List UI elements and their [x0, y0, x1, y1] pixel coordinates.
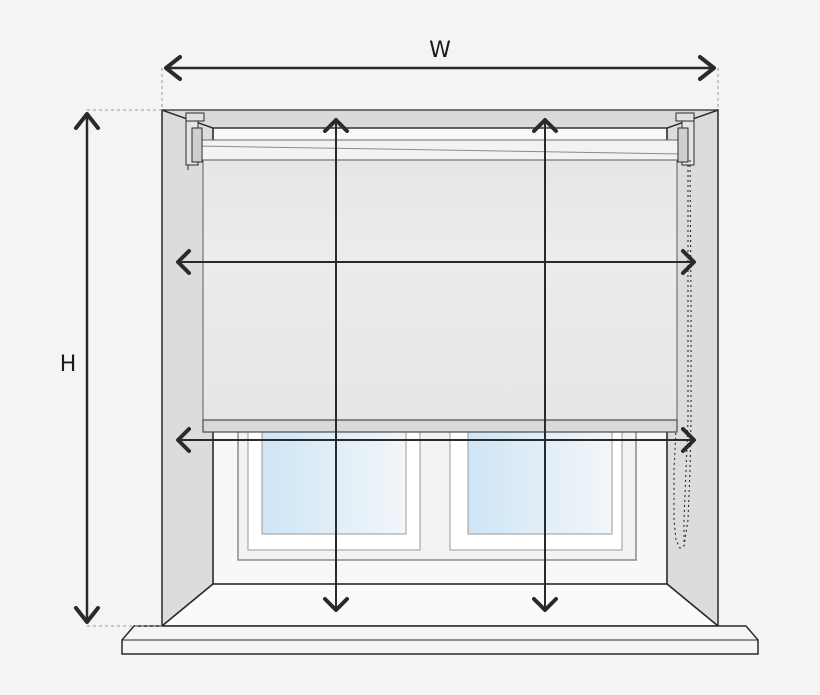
- blind-fabric: [202, 159, 678, 423]
- height-dimension: [74, 109, 162, 627]
- inner-horizontal-arrows: [176, 249, 696, 453]
- recess-ceiling: [161, 109, 719, 129]
- height-arrowhead-top: [74, 112, 100, 130]
- height-label: H: [60, 352, 77, 377]
- window-frame: [237, 429, 637, 561]
- window-glass-right: [467, 429, 613, 535]
- width-dimension: [161, 55, 719, 110]
- window-glass-left: [261, 429, 407, 535]
- bead-chain-back: [673, 159, 692, 549]
- recess-floor: [159, 583, 721, 627]
- width-label: W: [429, 38, 451, 63]
- inner-vertical-arrow-left: [323, 118, 349, 612]
- left-bracket: [185, 112, 205, 170]
- inner-horizontal-arrow-bottom: [176, 427, 696, 453]
- right-bracket: [675, 112, 695, 166]
- width-arrowhead-left: [164, 55, 182, 81]
- inner-vertical-arrow-right: [532, 118, 558, 612]
- inner-vertical-arrows: [323, 118, 558, 612]
- blind-bottom-bar: [202, 419, 678, 433]
- height-arrowhead-bottom: [74, 606, 100, 624]
- roller-blind: [185, 112, 695, 549]
- inner-horizontal-arrow-top: [176, 249, 696, 275]
- width-arrowhead-right: [698, 55, 716, 81]
